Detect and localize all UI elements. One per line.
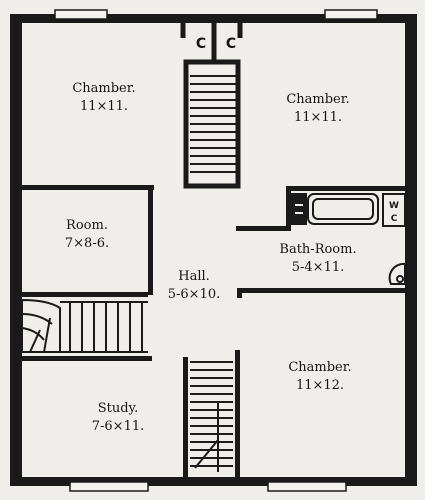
stair-bottom [190,361,233,472]
room-name: Bath-Room. [279,242,357,257]
water-closet [382,193,406,227]
room-name: Chamber. [288,360,352,375]
room-size: 11×11. [293,110,343,125]
room-name: Hall. [178,269,210,284]
wc-label-2: C [391,214,398,224]
room-size: 7-6×11. [91,419,145,434]
windows [54,9,378,492]
outer-walls [10,14,417,486]
room-chamber-southeast: Chamber. 11×12. [288,359,351,395]
room-room: Room. 7×8-6. [65,217,109,253]
stair-left [21,298,148,353]
wash-basin [388,262,406,285]
window-bottom-left [69,481,149,492]
bathtub [291,193,379,225]
window-bottom-right [267,481,347,492]
window-top-left [54,9,108,20]
room-size: 11×12. [295,378,345,393]
room-size: 11×11. [79,99,129,114]
room-bath: Bath-Room. 5-4×11. [279,241,356,277]
window-top-right [324,9,378,20]
interior-walls [22,185,406,477]
room-name: Chamber. [286,92,350,107]
room-chamber-northeast: Chamber. 11×11. [286,91,349,127]
room-hall: Hall. 5-6×10. [168,268,221,304]
room-chamber-northwest: Chamber. 11×11. [72,80,135,116]
stair-top [183,59,241,189]
room-size: 7×8-6. [64,236,110,251]
room-study: Study. 7-6×11. [92,400,145,436]
room-size: 5-6×10. [167,287,221,302]
closet-label-left: C [195,36,207,52]
room-name: Study. [97,401,139,416]
closet-label-right: C [225,36,237,52]
room-name: Room. [66,218,108,233]
room-size: 5-4×11. [291,260,345,275]
closet-walls [180,23,243,62]
wc-label: W [389,201,399,211]
room-name: Chamber. [72,81,136,96]
